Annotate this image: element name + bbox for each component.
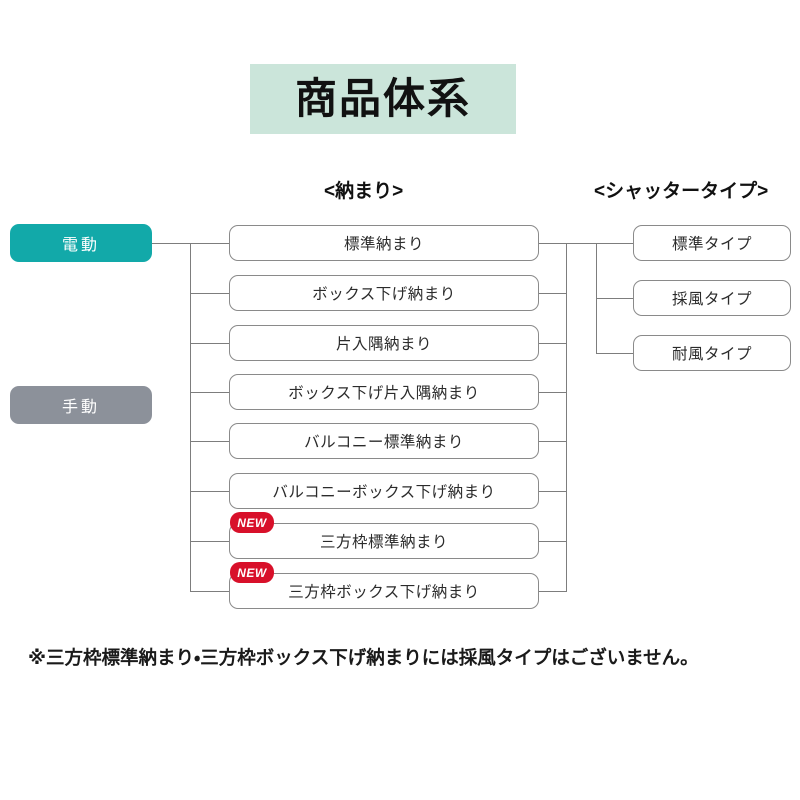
- shutter-type-node-2-label: 採風タイプ: [671, 291, 752, 308]
- connector-right-stub-3: [539, 343, 567, 345]
- connector-left-stub-4: [190, 392, 229, 394]
- installation-node-5-label: バルコニー標準納まり: [304, 434, 464, 451]
- connector-left-stub-2: [190, 293, 229, 295]
- installation-node-7-label: 三方枠標準納まり: [319, 534, 448, 551]
- drive-type-manual[interactable]: 手動: [10, 386, 152, 424]
- connector-right-stub-1: [539, 243, 567, 245]
- installation-node-8-label: 三方枠ボックス下げ納まり: [288, 584, 480, 601]
- installation-node-4[interactable]: ボックス下げ片入隅納まり: [229, 374, 539, 410]
- shutter-type-node-3[interactable]: 耐風タイプ: [633, 335, 791, 371]
- connector-right-stub-8: [539, 591, 567, 593]
- new-badge-node-8: NEW: [230, 562, 274, 583]
- connector-right-stub-7: [539, 541, 567, 543]
- page-title-text: 商品体系: [294, 75, 471, 122]
- shutter-type-node-1-label: 標準タイプ: [671, 236, 752, 253]
- connector-right-stub-6: [539, 491, 567, 493]
- installation-node-6-label: バルコニーボックス下げ納まり: [272, 484, 496, 501]
- installation-node-4-label: ボックス下げ片入隅納まり: [288, 385, 480, 402]
- new-badge-node-8-label: NEW: [237, 565, 267, 580]
- footnote: ※三方枠標準納まり・三方枠ボックス下げ納まりには採風タイプはございません。: [28, 647, 699, 668]
- column-header-installation: <納まり>: [324, 181, 404, 202]
- connector-shutter-stub-3: [596, 353, 633, 355]
- shutter-type-node-3-label: 耐風タイプ: [671, 346, 752, 363]
- installation-node-2-label: ボックス下げ納まり: [312, 286, 456, 303]
- installation-node-1[interactable]: 標準納まり: [229, 225, 539, 261]
- connector-bridge: [566, 243, 597, 245]
- shutter-type-node-1[interactable]: 標準タイプ: [633, 225, 791, 261]
- drive-type-manual-label: 手動: [61, 399, 100, 416]
- installation-node-8[interactable]: 三方枠ボックス下げ納まり: [229, 573, 539, 609]
- connector-left-stub-3: [190, 343, 229, 345]
- connector-left-stub-7: [190, 541, 229, 543]
- installation-node-5[interactable]: バルコニー標準納まり: [229, 423, 539, 459]
- installation-node-3-label: 片入隅納まり: [335, 336, 432, 353]
- connector-shutter-stub-1: [596, 243, 633, 245]
- shutter-type-node-2[interactable]: 採風タイプ: [633, 280, 791, 316]
- connector-right-stub-2: [539, 293, 567, 295]
- drive-type-electric[interactable]: 電動: [10, 224, 152, 262]
- installation-node-2[interactable]: ボックス下げ納まり: [229, 275, 539, 311]
- connector-electric-stub: [152, 243, 190, 245]
- connector-left-stub-6: [190, 491, 229, 493]
- connector-right-stub-4: [539, 392, 567, 394]
- connector-left-trunk: [190, 243, 192, 591]
- column-header-shutter-type: <シャッタータイプ>: [594, 181, 769, 202]
- new-badge-node-7-label: NEW: [237, 515, 267, 530]
- new-badge-node-7: NEW: [230, 512, 274, 533]
- connector-left-stub-5: [190, 441, 229, 443]
- connector-right-stub-5: [539, 441, 567, 443]
- page-title: 商品体系: [250, 64, 516, 134]
- connector-collector-trunk: [566, 243, 568, 591]
- connector-shutter-stub-2: [596, 298, 633, 300]
- connector-left-stub-8: [190, 591, 229, 593]
- drive-type-electric-label: 電動: [61, 237, 100, 254]
- installation-node-7[interactable]: 三方枠標準納まり: [229, 523, 539, 559]
- installation-node-6[interactable]: バルコニーボックス下げ納まり: [229, 473, 539, 509]
- installation-node-3[interactable]: 片入隅納まり: [229, 325, 539, 361]
- installation-node-1-label: 標準納まり: [343, 236, 424, 253]
- connector-left-stub-1: [190, 243, 229, 245]
